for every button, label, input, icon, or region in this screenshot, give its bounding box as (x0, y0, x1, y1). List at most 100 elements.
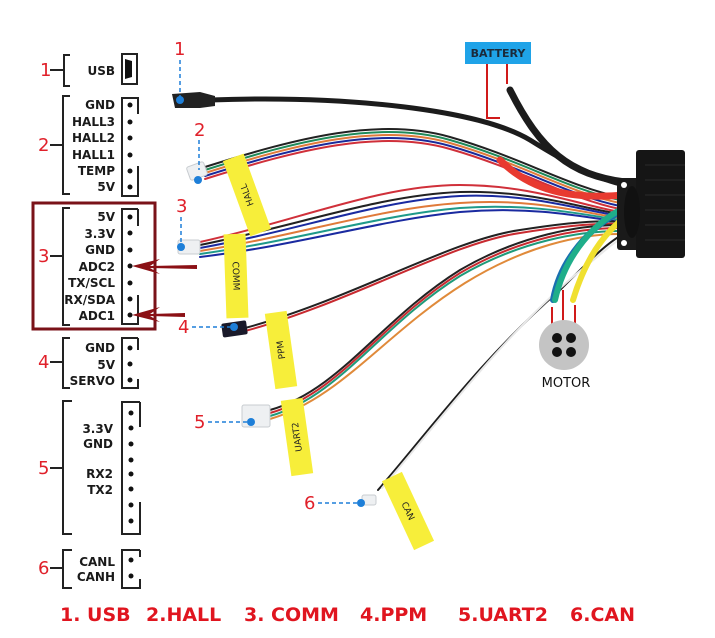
pin-label: GND (83, 437, 113, 451)
pin-label: SERVO (70, 374, 115, 388)
bracket (50, 337, 70, 389)
group-number-4: 4 (38, 352, 49, 373)
callout-number-6: 6 (304, 493, 315, 514)
tag-uart2: UART2 (280, 397, 314, 477)
battery-negative-wire (506, 86, 629, 186)
connector-gap (138, 427, 142, 502)
pin-label: GND (85, 243, 115, 257)
pin-label: CANL (79, 555, 115, 569)
bracket (50, 95, 70, 195)
motor: MOTOR (539, 290, 590, 391)
group-uart2: 5 3.3V GND RX2 TX2 (38, 400, 142, 535)
connector-gap (136, 114, 140, 166)
pin-label: TX/SCL (68, 276, 115, 290)
bracket (50, 549, 72, 589)
pin-label: ADC1 (79, 309, 115, 323)
legend-hall: 2.HALL (146, 604, 221, 626)
connector-outline (121, 401, 141, 535)
group-number-6: 6 (38, 558, 49, 579)
pinout-legend: 1 USB 2 GND HALL3 HALL2 HALL1 TEMP 5V (31, 53, 197, 589)
tag-comm: COMM (223, 233, 249, 319)
arrow-adc2 (132, 259, 197, 274)
callout-number-2: 2 (194, 120, 205, 141)
pin-label: GND (85, 341, 115, 355)
uart2-bundle (269, 224, 621, 420)
group-comm: 3 5V 3.3V GND ADC2 TX/SCL RX/SDA ADC1 (31, 201, 197, 331)
legend-usb: 1. USB (60, 604, 131, 626)
bracket (50, 400, 72, 535)
group-number-1: 1 (40, 60, 51, 81)
esc-body (636, 150, 685, 258)
legend-ppm: 4.PPM (360, 604, 427, 626)
pin-dots (127, 214, 133, 318)
can-wire-white (381, 237, 623, 489)
battery-label: BATTERY (465, 42, 531, 119)
group-hall: 2 GND HALL3 HALL2 HALL1 TEMP 5V (38, 95, 140, 197)
connector-plugs (172, 92, 377, 506)
tag-label: UART2 (291, 422, 305, 453)
motor-text: MOTOR (542, 376, 591, 391)
pin-label: GND (85, 98, 115, 112)
pin-label: HALL2 (72, 131, 115, 145)
callout-dot (230, 323, 238, 331)
callout-number-3: 3 (176, 196, 187, 217)
pin-label: USB (87, 64, 115, 78)
battery-text: BATTERY (471, 47, 527, 60)
pin-dots (128, 557, 134, 579)
pin-label: TX2 (87, 483, 113, 497)
tag-label: COMM (229, 261, 240, 290)
battery-positive-wire (496, 156, 629, 200)
callout-number-4: 4 (178, 317, 189, 338)
pin-label: 5V (97, 358, 115, 372)
callouts: 1 2 3 4 5 6 (174, 39, 365, 514)
battery-badge (465, 42, 531, 64)
esc-controller (617, 150, 685, 258)
cables (199, 86, 635, 491)
usb-plug (172, 92, 215, 108)
group-usb: 1 USB (40, 53, 138, 87)
connector-outline (121, 549, 141, 589)
mount-hole (621, 182, 627, 188)
callout-dot (194, 176, 202, 184)
esc-heatsink-fins (645, 164, 685, 241)
usb-port-icon (121, 53, 138, 85)
pin-label: 5V (97, 210, 115, 224)
pin-dots (127, 345, 133, 383)
pin-label: 3.3V (82, 422, 113, 436)
mount-hole (621, 240, 627, 246)
connector-outline (121, 97, 139, 197)
tag-ppm: PPM (264, 310, 298, 390)
battery-lead-positive (486, 64, 500, 119)
bottom-legend: 1. USB 2.HALL 3. COMM 4.PPM 5.UART2 6.CA… (60, 604, 635, 626)
connector-gap (136, 350, 140, 379)
group-number-3: 3 (38, 246, 49, 267)
motor-icon (539, 320, 589, 370)
pin-label: RX2 (86, 467, 113, 481)
comm-bundle (199, 183, 621, 258)
callout-dot (177, 243, 185, 251)
callout-dot (247, 418, 255, 426)
callout-dot (176, 96, 184, 104)
pin-label: HALL1 (72, 148, 115, 162)
callout-number-5: 5 (194, 412, 205, 433)
pin-label: HALL3 (72, 115, 115, 129)
uart2-plug (241, 404, 271, 428)
callout-number-1: 1 (174, 39, 185, 60)
legend-uart2: 5.UART2 (458, 604, 548, 626)
group-number-2: 2 (38, 135, 49, 156)
tag-can: CAN (381, 471, 435, 551)
legend-can: 6.CAN (570, 604, 635, 626)
pin-label: RX/SDA (64, 293, 115, 307)
pin-label: CANH (77, 570, 115, 584)
pin-label: 5V (97, 180, 115, 194)
callout-dot (357, 499, 365, 507)
cable-grommet (624, 186, 640, 238)
motor-pins (552, 333, 576, 357)
pin-dots (128, 410, 134, 524)
connector-gap (136, 226, 140, 295)
group-number-5: 5 (38, 458, 49, 479)
group-can: 6 CANL CANH (38, 549, 142, 589)
bracket (50, 207, 70, 326)
usb-plug-glyph (125, 59, 132, 79)
